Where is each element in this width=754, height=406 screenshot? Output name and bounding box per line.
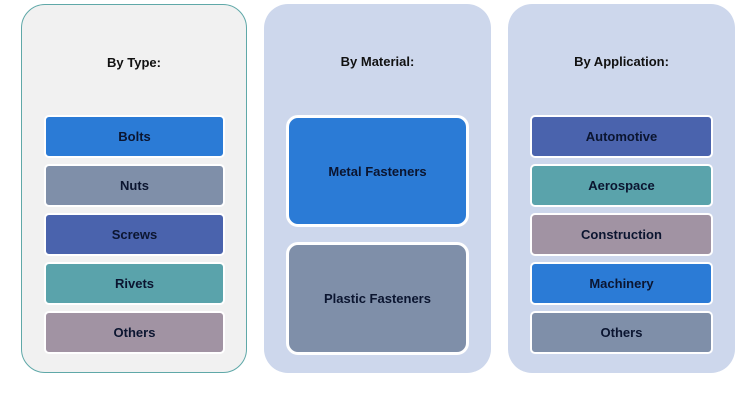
type-item-bolts: Bolts — [44, 115, 225, 158]
application-item-automotive: Automotive — [530, 115, 713, 158]
segment-title: By Type: — [107, 55, 161, 70]
material-item-metal: Metal Fasteners — [286, 115, 469, 227]
segment-title: By Application: — [574, 54, 669, 69]
application-item-others: Others — [530, 311, 713, 354]
application-item-aerospace: Aerospace — [530, 164, 713, 207]
type-item-screws: Screws — [44, 213, 225, 256]
segment-title: By Material: — [340, 54, 415, 69]
material-item-plastic: Plastic Fasteners — [286, 242, 469, 355]
type-item-rivets: Rivets — [44, 262, 225, 305]
application-item-machinery: Machinery — [530, 262, 713, 305]
type-item-nuts: Nuts — [44, 164, 225, 207]
type-item-others: Others — [44, 311, 225, 354]
application-item-construction: Construction — [530, 213, 713, 256]
